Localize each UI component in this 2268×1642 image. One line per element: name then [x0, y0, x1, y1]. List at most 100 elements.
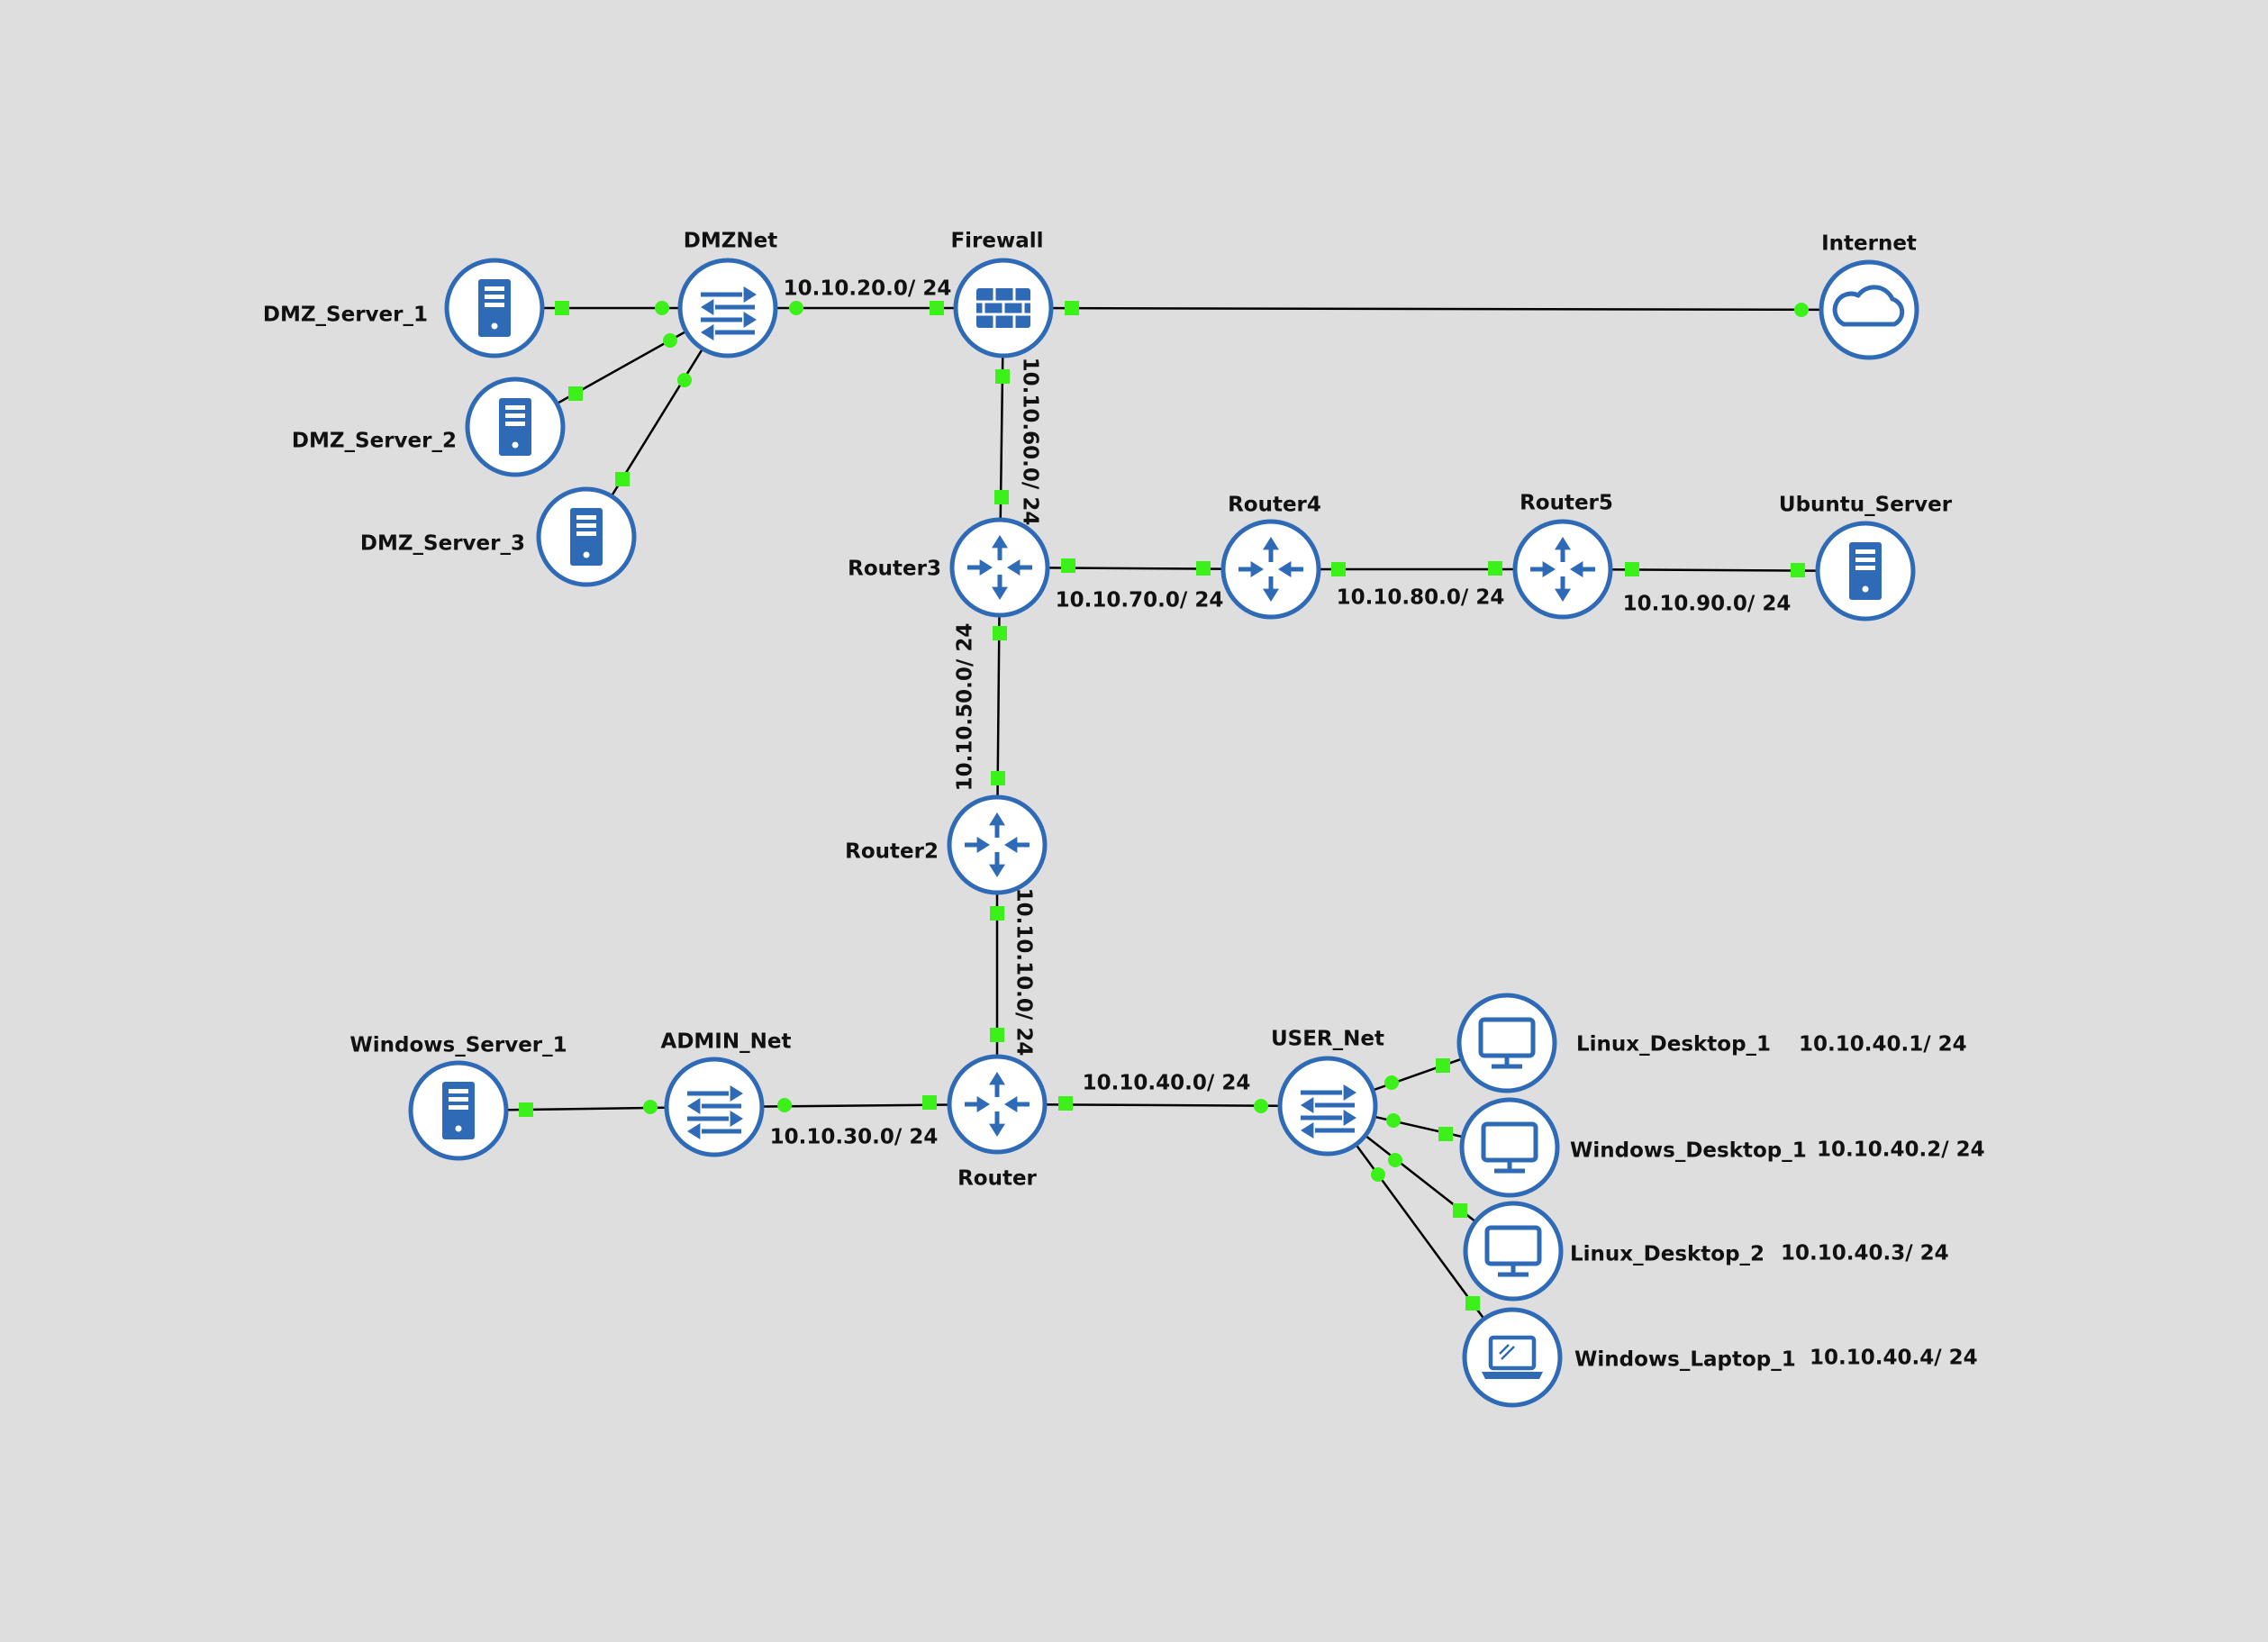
link-firewall-internet[interactable] — [1002, 306, 1870, 312]
port-indicator — [1488, 561, 1502, 576]
node-dmz-server-2[interactable] — [465, 376, 566, 477]
port-indicator — [777, 1098, 792, 1112]
node-linux-desktop-2[interactable] — [1463, 1201, 1564, 1302]
port-indicator — [922, 1095, 937, 1110]
node-label: Router5 — [1520, 492, 1613, 515]
port-indicator — [1436, 1058, 1450, 1073]
node-label: Ubuntu_Server — [1779, 494, 1953, 517]
switch-icon — [701, 286, 757, 340]
port-indicator — [1465, 1296, 1480, 1311]
link-user_net-windows_laptop_1[interactable] — [1326, 1105, 1514, 1358]
desktop-icon — [1478, 1017, 1536, 1069]
port-indicator — [1453, 1203, 1467, 1218]
node-circle[interactable] — [1463, 1201, 1564, 1302]
node-windows-server-1[interactable] — [408, 1060, 509, 1161]
port-indicator — [930, 301, 944, 315]
desktop-icon — [1484, 1225, 1542, 1277]
node-label: Linux_Desktop_2 — [1570, 1243, 1765, 1266]
node-circle[interactable] — [949, 517, 1050, 618]
switch-icon — [1301, 1084, 1356, 1139]
node-circle[interactable] — [1462, 1307, 1563, 1408]
node-ubuntu-server[interactable] — [1815, 521, 1916, 621]
port-indicator — [655, 301, 669, 315]
node-circle[interactable] — [947, 1054, 1048, 1155]
router-icon — [1530, 537, 1595, 602]
node-label: DMZ_Server_2 — [292, 430, 457, 453]
node-admin-net[interactable] — [664, 1057, 765, 1157]
node-dmznet[interactable] — [677, 258, 778, 358]
node-router4[interactable] — [1220, 519, 1321, 620]
server-icon — [478, 279, 511, 337]
node-circle[interactable] — [1819, 259, 1919, 360]
ip-address-label: 10.10.40.2/ 24 — [1817, 1139, 1985, 1162]
node-label: Firewall — [950, 230, 1043, 253]
port-indicator — [1625, 562, 1639, 576]
subnet-label: 10.10.80.0/ 24 — [1337, 586, 1505, 610]
router-icon — [965, 812, 1030, 877]
desktop-icon — [1481, 1121, 1538, 1174]
node-label: Windows_Server_1 — [349, 1034, 567, 1057]
subnet-label: 10.10.70.0/ 24 — [1056, 589, 1224, 612]
node-router3[interactable] — [949, 517, 1050, 618]
node-internet[interactable] — [1819, 259, 1919, 360]
laptop-icon — [1482, 1335, 1543, 1379]
ip-address-label: 10.10.40.1/ 24 — [1799, 1033, 1967, 1057]
subnet-label: 10.10.90.0/ 24 — [1623, 593, 1792, 616]
node-dmz-server-3[interactable] — [536, 486, 637, 587]
port-indicator — [663, 333, 677, 348]
node-circle[interactable] — [1220, 519, 1321, 620]
switch-icon — [687, 1085, 743, 1139]
port-indicator — [1791, 563, 1805, 577]
port-indicator — [555, 301, 569, 315]
node-router[interactable] — [947, 1054, 1048, 1155]
port-indicator — [1065, 301, 1079, 315]
subnet-label: 10.10.60.0/ 24 — [1019, 358, 1042, 526]
port-indicator — [1061, 558, 1075, 573]
port-indicator — [1058, 1096, 1073, 1111]
server-icon — [1849, 542, 1882, 600]
node-dmz-server-1[interactable] — [444, 258, 545, 358]
router-icon — [967, 535, 1032, 600]
port-indicator — [643, 1100, 658, 1114]
link-router5-ubuntu_server[interactable] — [1562, 567, 1866, 573]
port-indicator — [1371, 1167, 1385, 1182]
router-icon — [1238, 537, 1303, 602]
server-icon — [442, 1082, 475, 1139]
nodes-layer — [408, 258, 1919, 1408]
firewall-icon — [976, 288, 1030, 328]
ports-layer — [519, 301, 1809, 1311]
node-firewall[interactable] — [953, 258, 1054, 358]
port-indicator — [990, 906, 1004, 921]
port-indicator — [1254, 1099, 1268, 1113]
node-label: Windows_Laptop_1 — [1574, 1348, 1796, 1372]
port-indicator — [1794, 303, 1809, 317]
node-router2[interactable] — [947, 794, 1048, 895]
node-label: DMZ_Server_3 — [360, 532, 525, 556]
node-label: Internet — [1821, 232, 1917, 256]
node-user-net[interactable] — [1277, 1056, 1378, 1157]
subnet-label: 10.10.10.0/ 24 — [1012, 888, 1036, 1057]
node-label: DMZ_Server_1 — [263, 304, 428, 327]
node-label: DMZNet — [684, 230, 778, 253]
node-circle[interactable] — [1459, 1097, 1560, 1198]
port-indicator — [1438, 1127, 1453, 1141]
ip-address-label: 10.10.40.3/ 24 — [1781, 1242, 1949, 1266]
node-windows-desktop-1[interactable] — [1459, 1097, 1560, 1198]
node-circle[interactable] — [947, 794, 1048, 895]
subnet-label: 10.10.30.0/ 24 — [770, 1126, 939, 1149]
node-linux-desktop-1[interactable] — [1456, 993, 1557, 1093]
link-router-user_net[interactable] — [996, 1102, 1329, 1108]
port-indicator — [1196, 561, 1211, 576]
node-windows-laptop-1[interactable] — [1462, 1307, 1563, 1408]
port-indicator — [568, 386, 583, 401]
node-label: Router4 — [1228, 494, 1321, 517]
node-label: Router — [957, 1167, 1037, 1191]
node-circle[interactable] — [1456, 993, 1557, 1093]
node-circle[interactable] — [1512, 519, 1613, 620]
cloud-icon — [1832, 285, 1905, 327]
subnet-label: 10.10.40.0/ 24 — [1083, 1072, 1251, 1095]
port-indicator — [789, 301, 803, 315]
node-router5[interactable] — [1512, 519, 1613, 620]
